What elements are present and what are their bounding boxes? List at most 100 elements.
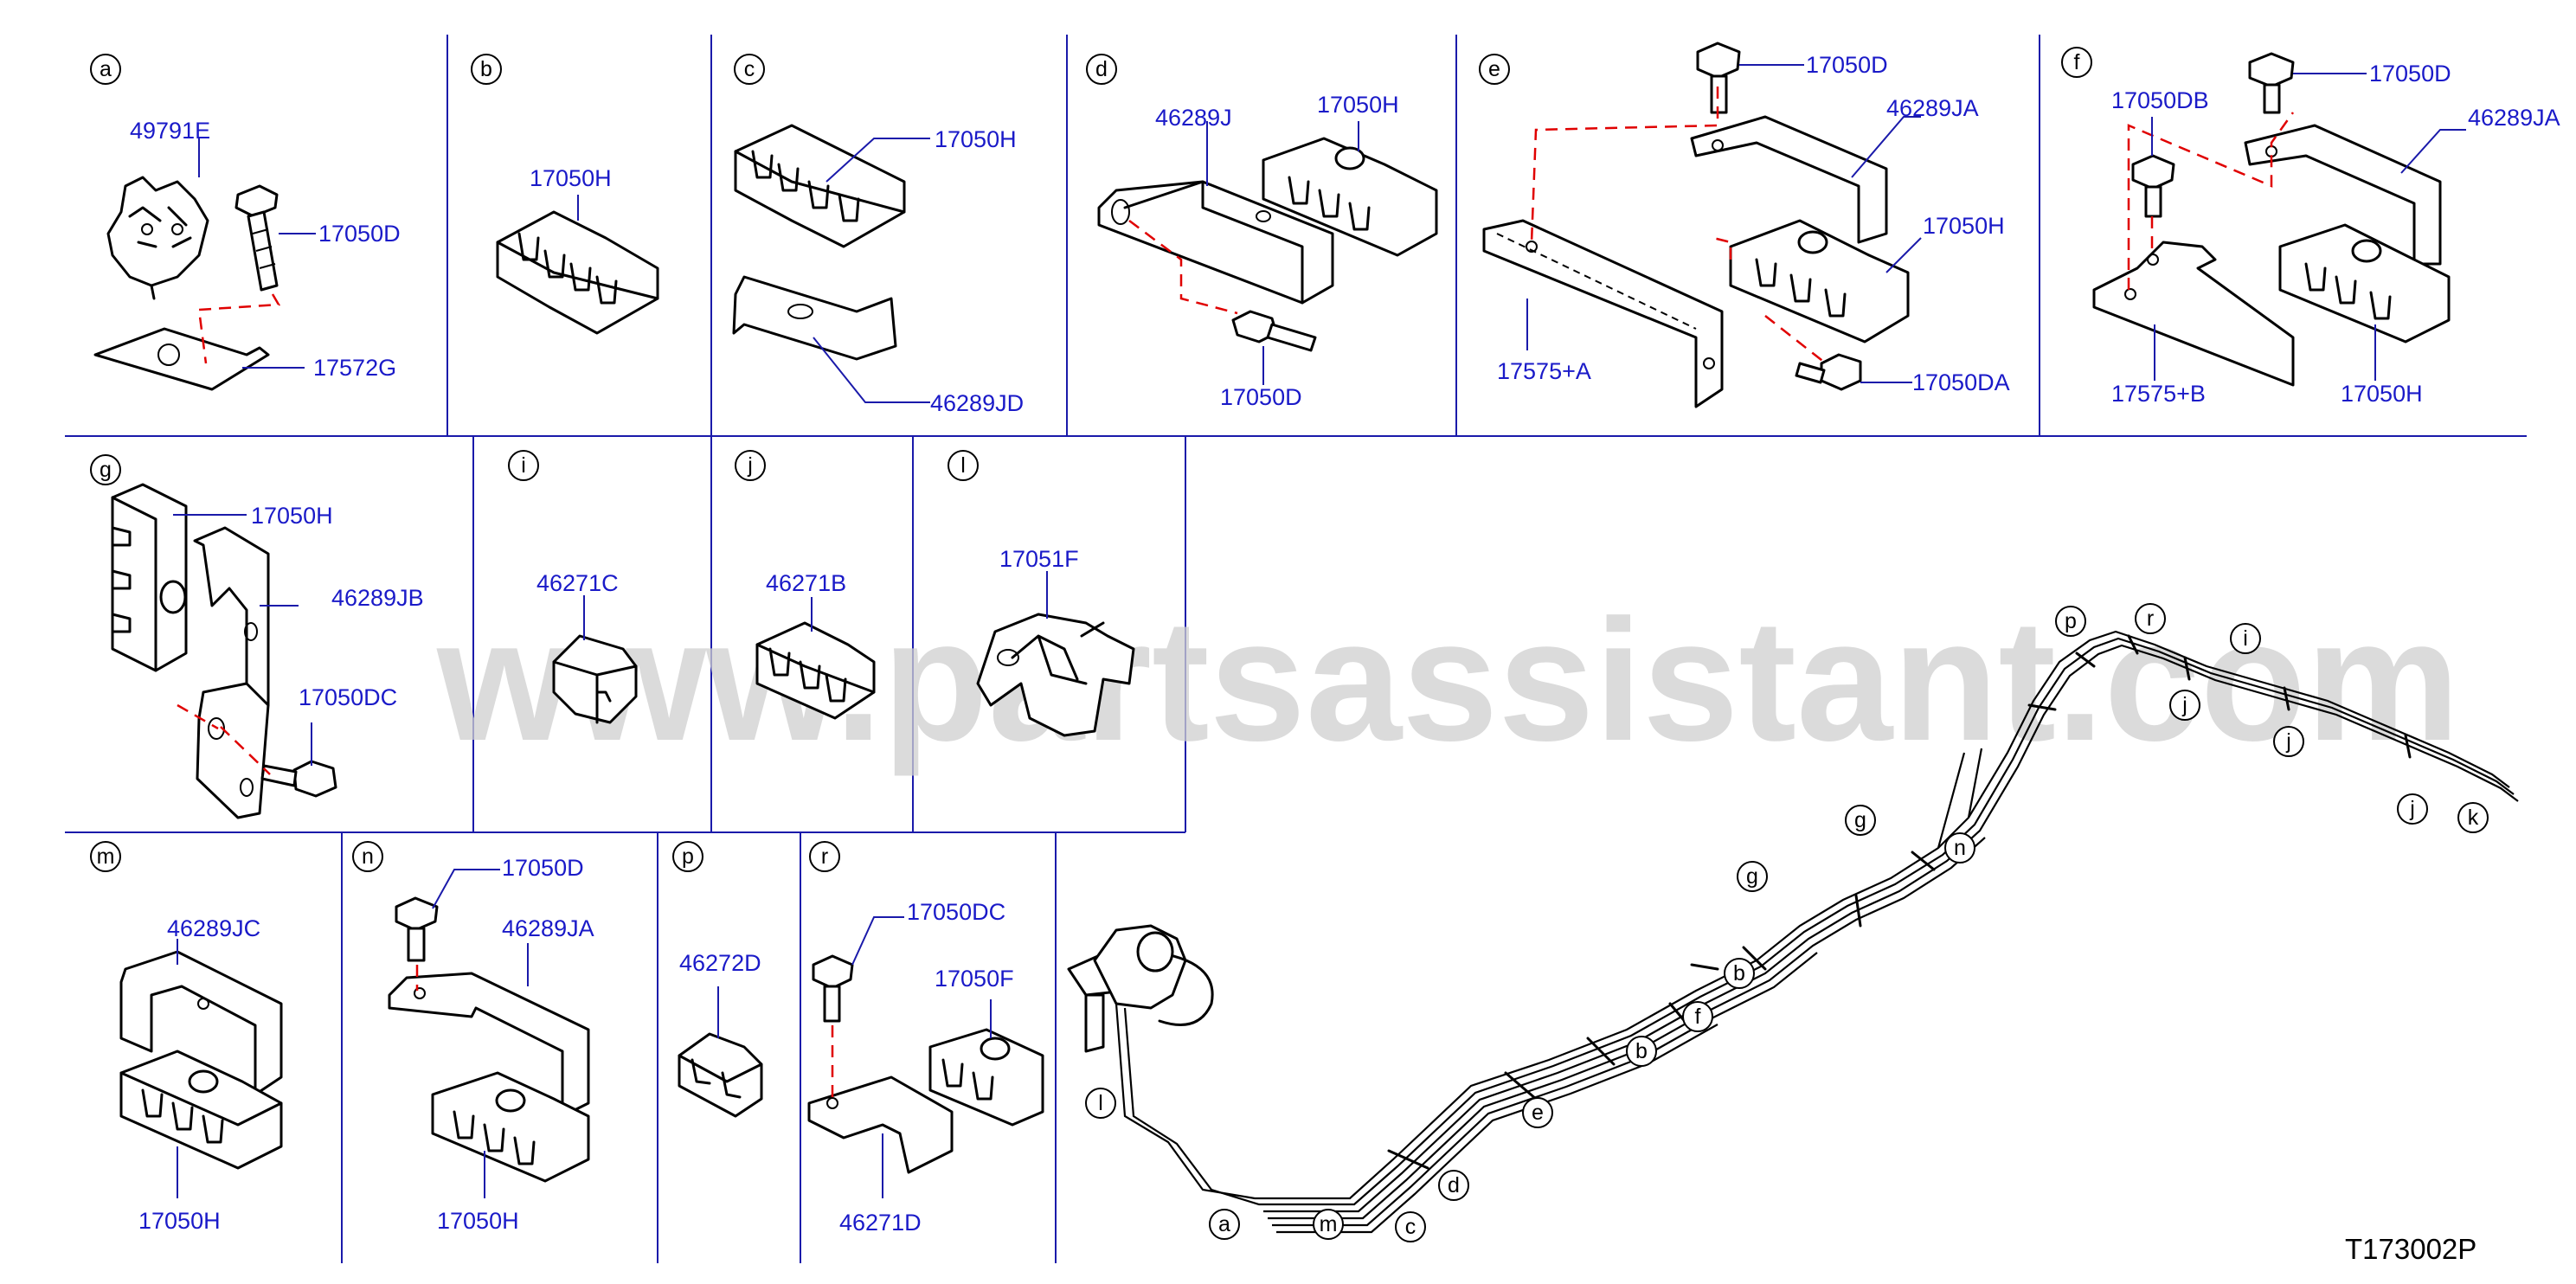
part-17050DC[interactable]: 17050DC <box>299 684 397 710</box>
part-46272D[interactable]: 46272D <box>679 950 761 976</box>
panel-r-letter: r <box>821 844 828 869</box>
panel-m-letter: m <box>97 844 115 869</box>
panel-n: n 17050D 46289JA 17050H <box>352 841 594 1234</box>
clamp-part <box>1262 137 1438 257</box>
part-46289JD[interactable]: 46289JD <box>930 390 1024 416</box>
route-label-k: k <box>2468 806 2479 830</box>
panel-l-letter: l <box>960 453 966 478</box>
route-label-f: f <box>1695 1005 1701 1029</box>
part-46271B[interactable]: 46271B <box>766 570 846 596</box>
panel-g-marker <box>90 454 121 485</box>
panel-p: p 46272D <box>672 841 763 1118</box>
panel-e-marker <box>1479 54 1510 85</box>
panel-c-letter: c <box>744 57 755 81</box>
part-17050DA[interactable]: 17050DA <box>1912 369 2010 395</box>
panel-n-letter: n <box>362 844 374 869</box>
bolt-part <box>395 896 439 962</box>
panel-f-marker <box>2061 47 2092 78</box>
part-49791E[interactable]: 49791E <box>130 118 210 144</box>
panel-c: c 17050H 46289JD <box>732 54 1024 416</box>
panel-l: l 17051F <box>948 450 1135 737</box>
bolt-part <box>234 184 279 292</box>
panel-g-letter: g <box>100 458 112 482</box>
part-46271D[interactable]: 46271D <box>839 1210 922 1236</box>
route-label-c: c <box>1405 1215 1416 1239</box>
part-46289JB[interactable]: 46289JB <box>331 585 424 611</box>
panel-b-letter: b <box>480 57 492 81</box>
bolt-part <box>1231 310 1317 352</box>
diagram-code: T173002P <box>2345 1233 2476 1265</box>
part-17050H[interactable]: 17050H <box>251 503 333 529</box>
part-17050H[interactable]: 17050H <box>935 126 1017 152</box>
bolt-part <box>260 760 337 798</box>
panel-i-letter: i <box>521 453 526 478</box>
route-label-e: e <box>1532 1101 1544 1125</box>
clamp-part <box>1729 219 1910 343</box>
part-46289JC[interactable]: 46289JC <box>167 915 260 941</box>
clamp-part <box>111 483 188 672</box>
panel-r-marker <box>809 841 840 872</box>
part-17050H[interactable]: 17050H <box>1923 213 2005 239</box>
route-label-i: i <box>2243 626 2248 651</box>
part-17575-B[interactable]: 17575+B <box>2111 381 2206 407</box>
part-17050H[interactable]: 17050H <box>2341 381 2423 407</box>
part-17050D[interactable]: 17050D <box>1220 384 1302 410</box>
part-17050H[interactable]: 17050H <box>437 1208 519 1234</box>
route-label-n: n <box>1954 836 1966 860</box>
part-46289JA[interactable]: 46289JA <box>2468 105 2560 131</box>
grommet-part <box>552 634 638 724</box>
part-17050DB[interactable]: 17050DB <box>2111 87 2209 113</box>
panel-f: f 17050D 17050DB 46289JA 17575+B 170 <box>2061 47 2560 407</box>
part-17050H[interactable]: 17050H <box>1317 92 1399 118</box>
panel-b-marker <box>471 54 502 85</box>
part-17050H[interactable]: 17050H <box>530 165 612 191</box>
panel-j: j 46271B <box>735 450 876 720</box>
panel-a-letter: a <box>100 57 112 81</box>
panel-i-marker <box>508 450 539 481</box>
abs-unit-part <box>1067 924 1214 1053</box>
part-46271C[interactable]: 46271C <box>536 570 619 596</box>
panel-g: g 17050H 46289JB 17050DC <box>90 454 424 819</box>
part-17050DC[interactable]: 17050DC <box>907 899 1005 925</box>
part-17050F[interactable]: 17050F <box>935 966 1014 992</box>
clamp-part <box>2278 223 2451 343</box>
part-17572G[interactable]: 17572G <box>313 355 396 381</box>
part-46289JA[interactable]: 46289JA <box>502 915 594 941</box>
part-17050D[interactable]: 17050D <box>318 221 401 247</box>
panel-l-marker <box>948 450 979 481</box>
panel-m-marker <box>90 841 121 872</box>
panel-a: a 49791E 17050D 17572G <box>90 54 401 391</box>
route-label-d: d <box>1448 1173 1460 1197</box>
part-17051F[interactable]: 17051F <box>999 546 1079 572</box>
bracket-part <box>807 1075 954 1174</box>
part-46289J[interactable]: 46289J <box>1155 105 1232 131</box>
bolt-part-bottom <box>1795 353 1862 391</box>
clip-part <box>678 1032 763 1118</box>
panel-c-marker <box>734 54 765 85</box>
panel-grid <box>65 35 2527 1263</box>
connector-clip-part <box>106 176 209 300</box>
part-17050D[interactable]: 17050D <box>2369 61 2451 87</box>
route-label-p: p <box>2065 609 2077 633</box>
bracket-part-top <box>1690 115 1888 244</box>
part-17050H[interactable]: 17050H <box>138 1208 221 1234</box>
panel-j-marker <box>735 450 766 481</box>
clamp-part <box>734 124 906 248</box>
bolt-part <box>812 954 854 1023</box>
panel-d: d 46289J 17050H 17050D <box>1086 54 1438 410</box>
panel-p-letter: p <box>682 844 694 869</box>
part-17575-A[interactable]: 17575+A <box>1497 358 1591 384</box>
route-label-j: j <box>2409 797 2415 821</box>
panel-j-letter: j <box>747 453 753 478</box>
part-17050D[interactable]: 17050D <box>1806 52 1888 78</box>
bracket-part <box>193 526 270 819</box>
bolt-part-top <box>1696 42 1741 114</box>
panel-d-marker <box>1086 54 1117 85</box>
route-label-m: m <box>1320 1212 1338 1236</box>
panel-m: m 46289JC 17050H <box>90 841 283 1234</box>
part-17050D[interactable]: 17050D <box>502 855 584 881</box>
panel-e-letter: e <box>1488 57 1500 81</box>
route-label-g: g <box>1854 808 1866 832</box>
part-46289JA[interactable]: 46289JA <box>1886 95 1979 121</box>
